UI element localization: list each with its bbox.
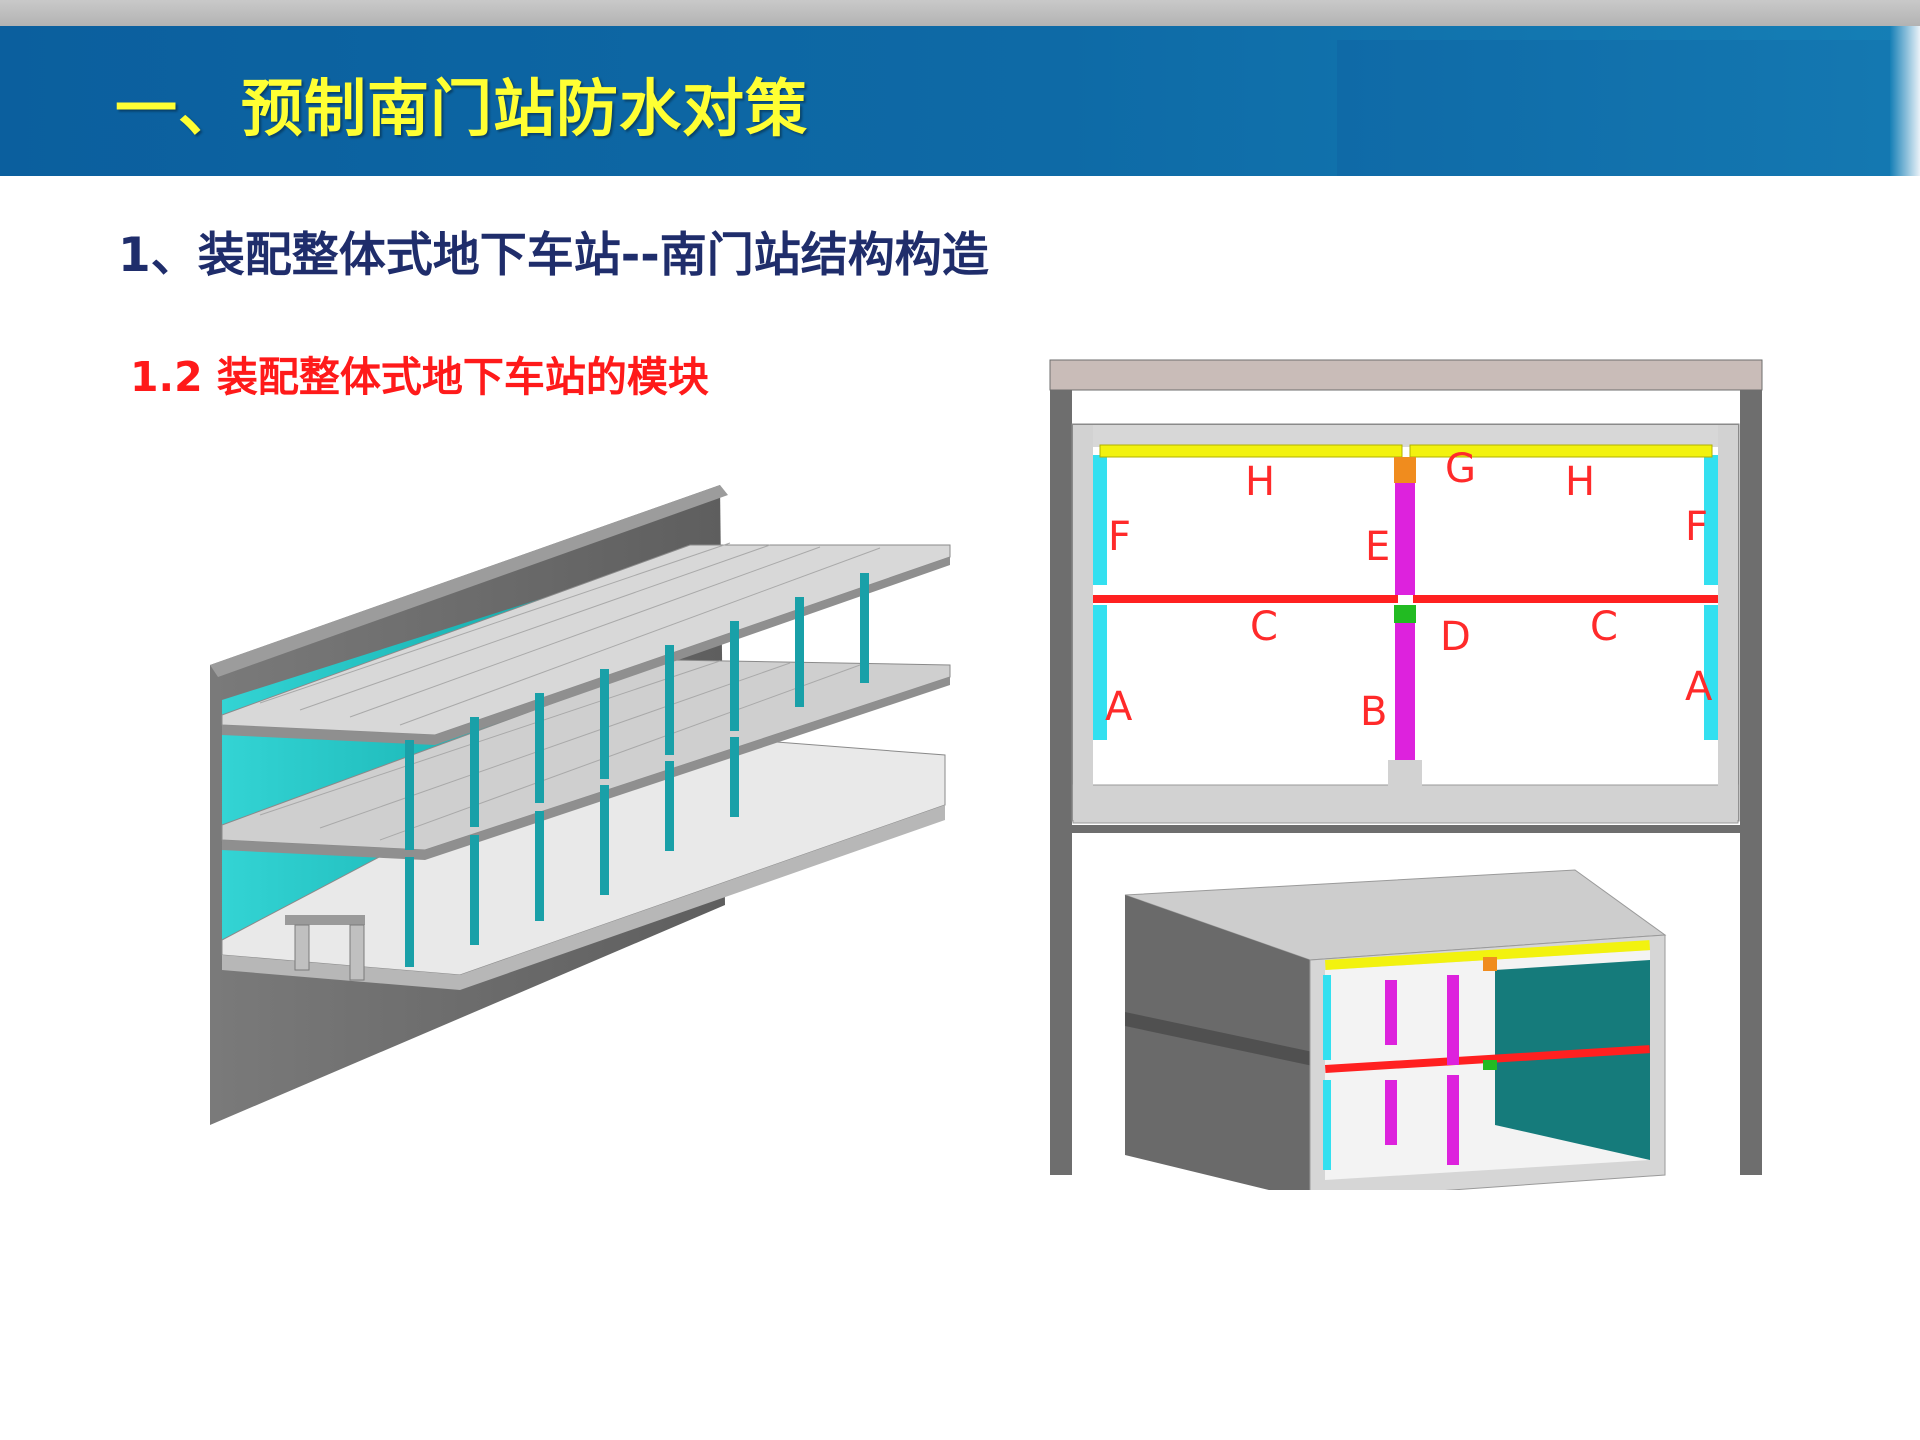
banner-edge <box>1890 26 1920 176</box>
label-h-right: H <box>1565 459 1595 505</box>
block-back-wall <box>1495 960 1650 1160</box>
block-wall-cyan-upper <box>1323 975 1331 1060</box>
label-a-left: A <box>1105 684 1133 730</box>
section-subheading: 1.2 装配整体式地下车站的模块 <box>130 353 709 401</box>
column-e <box>1395 483 1415 595</box>
slab-beam-c-left <box>1093 595 1398 603</box>
section-top-slab <box>1073 425 1738 447</box>
outer-wall-right <box>1740 360 1762 1175</box>
label-e: E <box>1365 524 1390 570</box>
label-c-right: C <box>1590 604 1618 650</box>
side-wall-a-right <box>1704 605 1718 740</box>
label-a-right: A <box>1685 664 1713 710</box>
block-model <box>1124 869 1667 1190</box>
side-wall-f-right <box>1704 455 1718 585</box>
label-f-left: F <box>1108 514 1131 560</box>
block-stripe-1 <box>1125 1012 1310 1066</box>
label-d: D <box>1440 614 1471 660</box>
banner-title: 一、预制南门站防水对策 <box>115 72 809 145</box>
tie-beam <box>1072 825 1740 833</box>
block-slab-beam <box>1325 1045 1650 1073</box>
column-b <box>1395 623 1415 760</box>
isometric-station-model <box>210 485 951 1125</box>
block-roof-beam <box>1325 940 1651 970</box>
block-wall-cyan-lower <box>1323 1080 1331 1170</box>
block-column-2 <box>1447 975 1459 1065</box>
side-wall-a-left <box>1093 605 1107 740</box>
block-joint-d <box>1483 1060 1497 1070</box>
side-wall-f-left <box>1093 455 1107 585</box>
label-f-right: F <box>1685 504 1708 550</box>
title-banner: 一、预制南门站防水对策 <box>0 26 1920 176</box>
banner-panel <box>1337 40 1890 176</box>
block-column-4 <box>1447 1075 1459 1165</box>
slab-grid <box>259 542 881 841</box>
slab-beam-c-right <box>1413 595 1718 603</box>
block-column-1 <box>1385 980 1397 1045</box>
cross-section-diagram: H G H F E F C D C A B A <box>1049 359 1763 1190</box>
roof-beam-h-left <box>1099 444 1403 458</box>
roof-beam-h-right <box>1409 444 1713 458</box>
base-slab-front <box>222 805 945 990</box>
section-heading: 1、装配整体式地下车站--南门站结构构造 <box>118 228 989 283</box>
wall-right <box>1718 425 1738 820</box>
outer-wall-left <box>1050 360 1072 1175</box>
top-cover-slab <box>1049 359 1763 391</box>
label-g: G <box>1445 446 1476 492</box>
joint-g <box>1394 457 1416 483</box>
block-column-3 <box>1385 1080 1397 1145</box>
columns <box>405 573 869 967</box>
label-c-left: C <box>1250 604 1278 650</box>
wall-top <box>210 485 728 677</box>
label-b: B <box>1360 689 1387 735</box>
section-base-slab <box>1072 784 1739 824</box>
center-plinth <box>1388 760 1422 790</box>
wall-left <box>1073 425 1093 820</box>
track-trough <box>285 915 365 981</box>
label-h-left: H <box>1245 459 1275 505</box>
top-strip <box>0 0 1920 26</box>
block-joint-g <box>1483 957 1497 971</box>
joint-d <box>1394 605 1416 623</box>
